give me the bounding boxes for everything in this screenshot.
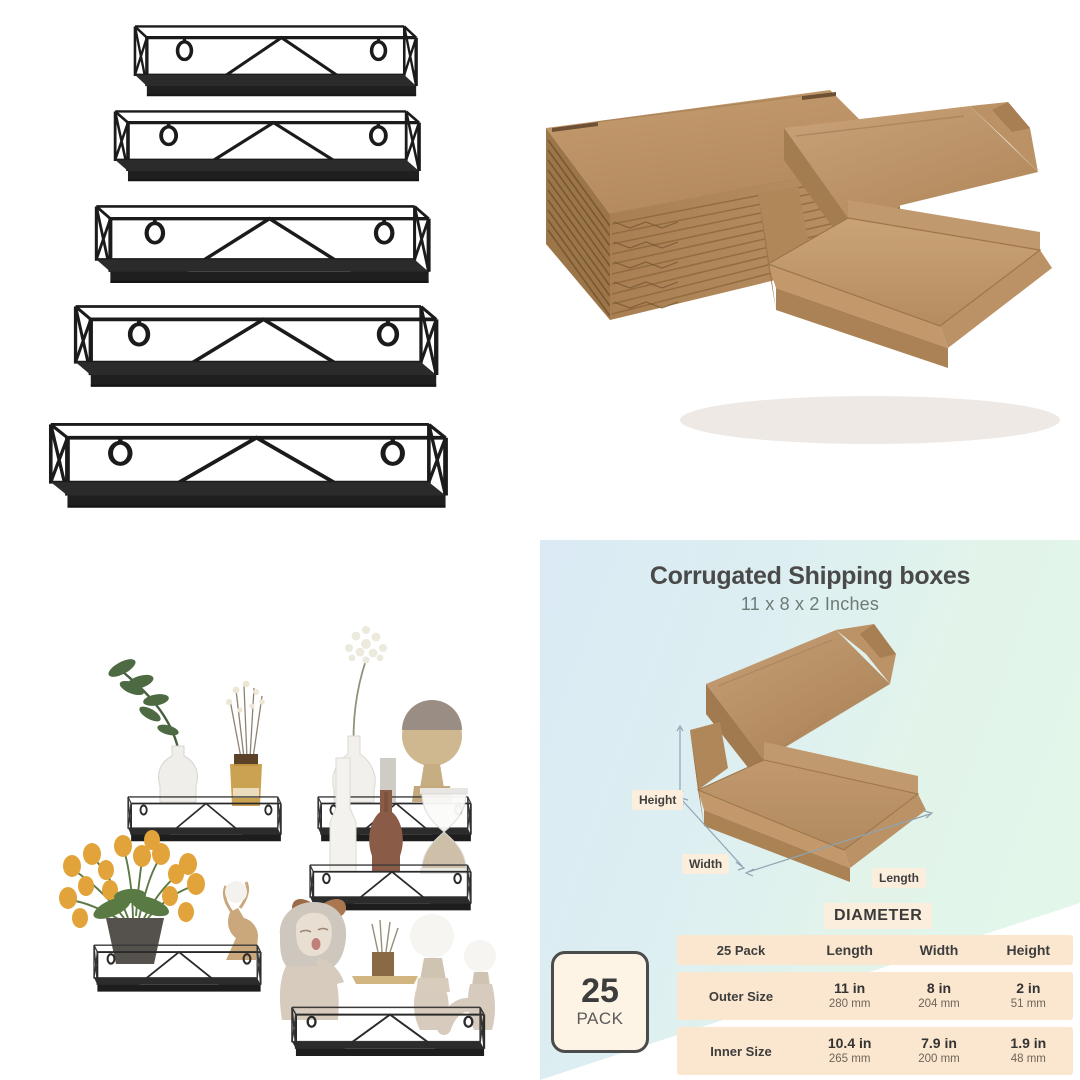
- pack-count-number: 25: [581, 971, 619, 1010]
- row-label-outer: Outer Size: [708, 988, 774, 1004]
- wire-shelf-set-panel: [0, 0, 540, 540]
- header-width: Width: [919, 942, 959, 958]
- wire-shelf-2: [113, 109, 421, 183]
- dimension-arrows: [676, 724, 934, 877]
- pack-count-badge: 25 PACK: [551, 951, 649, 1053]
- inner-length-in: 10.4 in: [827, 1035, 872, 1052]
- outer-height-in: 2 in: [1016, 980, 1041, 997]
- outer-width-cell: 8 in 204 mm: [894, 980, 983, 1011]
- deco-shelf-vase-diffuser: [108, 659, 282, 843]
- deco-shelf-girl-lamps: [279, 899, 496, 1058]
- infographic-subtitle: 11 x 8 x 2 Inches: [740, 594, 880, 614]
- decorated-shelves-panel: [0, 540, 540, 1080]
- outer-length-cell: 11 in 280 mm: [805, 980, 894, 1011]
- decorated-shelves-illustration: [0, 540, 540, 1080]
- inner-width-cell: 7.9 in 200 mm: [894, 1035, 983, 1066]
- shelf-stack: [0, 0, 540, 540]
- wire-shelf-1: [133, 24, 418, 98]
- boxes-photo: [540, 0, 1080, 540]
- inner-height-mm: 48 mm: [1010, 1052, 1046, 1065]
- height-callout-label: Height: [632, 790, 684, 810]
- wire-shelves-illustration: [0, 24, 540, 540]
- outer-length-in: 11 in: [834, 980, 866, 997]
- inner-length-cell: 10.4 in 265 mm: [805, 1035, 894, 1066]
- row-label-inner: Inner Size: [710, 1043, 772, 1059]
- table-row: Inner Size 10.4 in 265 mm 7.9 in 200 mm …: [677, 1027, 1073, 1075]
- deco-shelf-vases-hourglass: [308, 757, 472, 912]
- outer-width-mm: 204 mm: [918, 997, 960, 1010]
- infographic-title: Corrugated Shipping boxes: [649, 562, 971, 590]
- wire-shelf-4: [76, 307, 437, 386]
- shipping-box-infographic-panel: Corrugated Shipping boxes 11 x 8 x 2 Inc…: [540, 540, 1080, 1080]
- outer-width-in: 8 in: [926, 980, 952, 997]
- inner-width-in: 7.9 in: [921, 1035, 957, 1052]
- length-callout-label: Length: [872, 868, 926, 888]
- header-pack: 25 Pack: [716, 942, 766, 958]
- deco-shelf-tulips-deer: [59, 830, 262, 993]
- outer-height-mm: 51 mm: [1010, 997, 1046, 1010]
- table-header-row: 25 Pack Length Width Height: [677, 935, 1073, 965]
- corrugated-boxes-illustration: [546, 90, 1060, 444]
- width-callout-label: Width: [682, 854, 730, 874]
- dimension-spec-table: 25 Pack Length Width Height Outer Size 1…: [677, 935, 1073, 1080]
- diameter-section-label: DIAMETER: [824, 903, 933, 929]
- open-mailer-box: [758, 102, 1052, 368]
- table-row: Outer Size 11 in 280 mm 8 in 204 mm 2 in…: [677, 972, 1073, 1020]
- inner-height-cell: 1.9 in 48 mm: [984, 1035, 1073, 1066]
- box-dimension-diagram: [668, 618, 948, 888]
- header-height: Height: [1006, 942, 1051, 958]
- inner-width-mm: 200 mm: [918, 1052, 960, 1065]
- inner-height-in: 1.9 in: [1010, 1035, 1047, 1052]
- pack-count-word: PACK: [576, 1008, 624, 1028]
- outer-height-cell: 2 in 51 mm: [984, 980, 1073, 1011]
- inner-length-mm: 265 mm: [828, 1052, 871, 1065]
- outer-length-mm: 280 mm: [828, 997, 871, 1010]
- wire-shelf-5: [51, 424, 446, 506]
- header-length: Length: [826, 942, 873, 958]
- wire-shelf-3: [96, 206, 428, 281]
- stacked-boxes-panel: [540, 0, 1080, 540]
